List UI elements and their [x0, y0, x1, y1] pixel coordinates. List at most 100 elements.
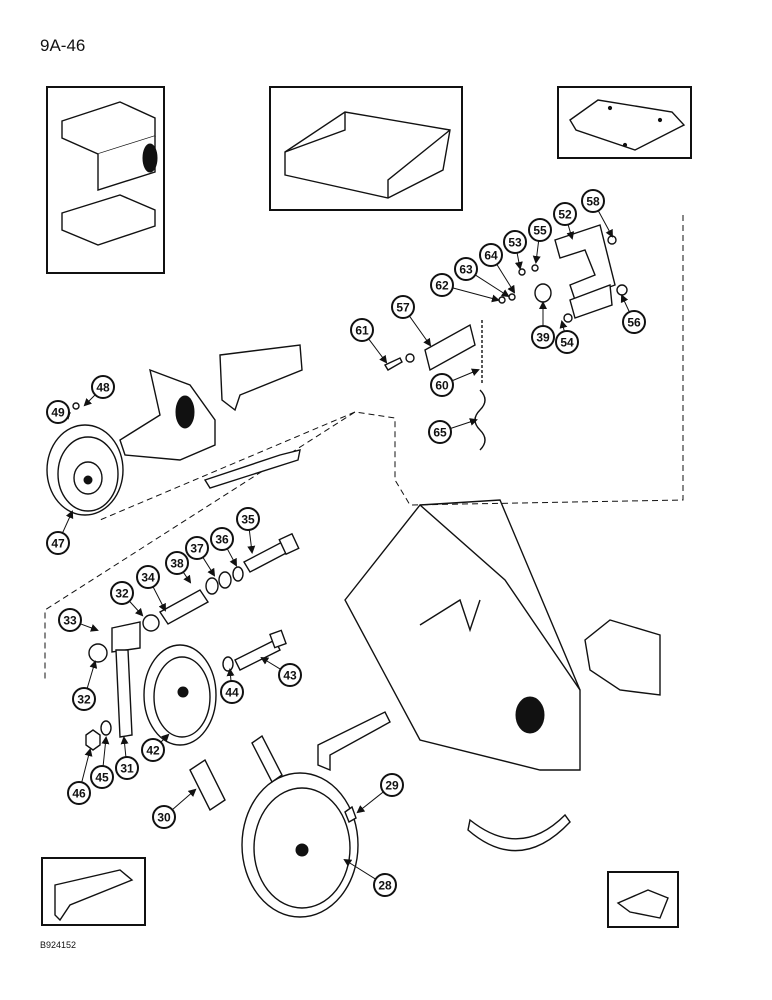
- callout-35: 35: [236, 507, 260, 554]
- key-30: [189, 758, 226, 812]
- leader-line: [566, 224, 575, 240]
- callout-circle: [503, 230, 527, 254]
- leader-line: [559, 320, 568, 332]
- bracket-57: [424, 323, 476, 372]
- leader-line: [182, 571, 192, 584]
- callout-circle: [553, 202, 577, 226]
- callout-number: 53: [508, 236, 522, 250]
- callout-61: 61: [350, 318, 388, 364]
- callout-circle: [236, 507, 260, 531]
- callout-38: 38: [165, 551, 192, 584]
- callout-45: 45: [90, 736, 114, 789]
- callout-29: 29: [356, 773, 404, 814]
- inset-bracket-box: [46, 86, 165, 274]
- callout-number: 58: [586, 195, 600, 209]
- callout-circle: [528, 218, 552, 242]
- callout-32: 32: [110, 581, 144, 617]
- callout-60: 60: [430, 368, 480, 397]
- leader-line: [81, 748, 93, 783]
- callout-circle: [454, 257, 478, 281]
- callout-number: 32: [115, 587, 129, 601]
- leader-line: [101, 736, 110, 767]
- callout-39: 39: [531, 301, 555, 349]
- callout-44: 44: [220, 668, 244, 704]
- callout-49: 49: [46, 400, 71, 424]
- callout-circle: [67, 781, 91, 805]
- nut-washer-45-46: [85, 720, 112, 751]
- reference-code: B924152: [40, 940, 77, 950]
- callout-circle: [58, 608, 82, 632]
- callout-number: 39: [536, 331, 550, 345]
- strap-bracket: [317, 711, 391, 772]
- leader-line: [247, 529, 256, 554]
- callout-circle: [136, 565, 160, 589]
- inset-support-box: [41, 857, 146, 926]
- callout-circle: [210, 527, 234, 551]
- callout-number: 45: [95, 771, 109, 785]
- callout-circle: [72, 687, 96, 711]
- leader-line: [226, 668, 235, 682]
- callout-number: 49: [51, 406, 65, 420]
- callout-number: 47: [51, 537, 65, 551]
- callout-30: 30: [152, 788, 197, 829]
- leader-line: [514, 252, 523, 270]
- callout-number: 57: [396, 301, 410, 315]
- callout-number: 34: [141, 571, 155, 585]
- callout-circle: [555, 330, 579, 354]
- callout-number: 52: [558, 208, 572, 222]
- callout-number: 48: [96, 381, 110, 395]
- callout-number: 62: [435, 279, 449, 293]
- callout-circle: [91, 375, 115, 399]
- chain-60-spring-65: [474, 320, 486, 451]
- callout-47: 47: [46, 510, 74, 555]
- callout-42: 42: [141, 733, 170, 762]
- leader-line: [474, 274, 510, 298]
- leader-line: [532, 240, 541, 264]
- leader-line: [356, 791, 384, 814]
- callout-number: 38: [170, 557, 184, 571]
- tension-bracket-52: [554, 224, 616, 319]
- leader-line: [171, 788, 197, 811]
- callout-number: 32: [77, 693, 91, 707]
- callout-34: 34: [136, 565, 166, 612]
- callout-number: 30: [157, 811, 171, 825]
- callout-circle: [152, 805, 176, 829]
- callout-circle: [380, 773, 404, 797]
- callout-circle: [110, 581, 134, 605]
- bolt-spacer-stack: [142, 532, 300, 632]
- callout-circle: [430, 273, 454, 297]
- callout-63: 63: [454, 257, 510, 298]
- leader-line: [450, 418, 478, 429]
- leader-line: [620, 294, 630, 313]
- leader-line: [152, 586, 166, 612]
- leader-line: [496, 264, 516, 294]
- leader-line: [202, 557, 216, 577]
- callout-33: 33: [58, 608, 99, 632]
- callout-circle: [115, 756, 139, 780]
- leader-line: [368, 338, 388, 364]
- callout-circle: [373, 873, 397, 897]
- callout-layer: 2829303132323334353637383942434445464748…: [46, 189, 646, 897]
- leader-line: [62, 510, 74, 534]
- callout-58: 58: [581, 189, 613, 238]
- callout-circle: [46, 531, 70, 555]
- callout-circle: [165, 551, 189, 575]
- idler-bracket: [119, 344, 303, 489]
- key-29: [344, 805, 357, 824]
- callout-circle: [428, 420, 452, 444]
- callout-number: 60: [435, 379, 449, 393]
- curved-strap: [467, 813, 571, 852]
- callout-circle: [141, 738, 165, 762]
- callout-number: 43: [283, 669, 297, 683]
- callout-62: 62: [430, 273, 500, 303]
- callout-number: 63: [459, 263, 473, 277]
- callout-53: 53: [503, 230, 527, 270]
- leader-line: [83, 394, 96, 407]
- callout-number: 65: [433, 426, 447, 440]
- callout-circle: [350, 318, 374, 342]
- callout-circle: [581, 189, 605, 213]
- callout-number: 64: [484, 249, 498, 263]
- callout-number: 33: [63, 614, 77, 628]
- callout-circle: [430, 373, 454, 397]
